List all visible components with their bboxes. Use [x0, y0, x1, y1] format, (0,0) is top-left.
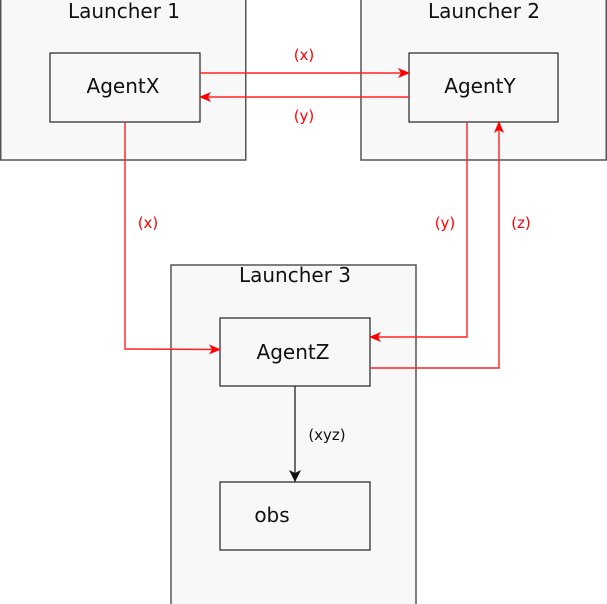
obs-label: obs: [254, 503, 289, 527]
agent-x-node[interactable]: AgentX: [49, 52, 201, 123]
edge-z-to-obs-arrowhead: [289, 470, 301, 482]
edge-z-to-obs-label: (xyz): [308, 426, 345, 444]
edge-x-to-z-line: [124, 122, 221, 355]
agent-x-label: AgentX: [87, 74, 160, 98]
launcher-1-title: Launcher 1: [68, 0, 180, 23]
launcher-2-title: Launcher 2: [428, 0, 540, 23]
edge-z-to-y-line: [370, 121, 504, 369]
edge-z-to-y-label: (z): [511, 214, 531, 232]
agent-x-box[interactable]: [49, 52, 201, 123]
launcher-3-box: [170, 264, 417, 604]
agent-y-box[interactable]: [408, 52, 559, 123]
agent-y-label: AgentY: [444, 74, 516, 98]
agent-z-node[interactable]: AgentZ: [219, 317, 371, 387]
obs-box[interactable]: [219, 481, 371, 551]
edge-y-to-z-label: (y): [435, 214, 456, 232]
edge-y-to-x-label: (y): [294, 107, 315, 125]
launcher-1: Launcher 1: [0, 0, 247, 161]
edge-z-to-y: (z): [370, 121, 531, 369]
edge-y-to-z-line: [369, 122, 468, 342]
edge-y-to-x: (y): [199, 92, 409, 125]
agent-y-node[interactable]: AgentY: [408, 52, 559, 123]
obs-node[interactable]: obs: [219, 481, 371, 551]
launcher-3: Launcher 3: [170, 263, 417, 604]
edge-x-to-z: (x): [124, 122, 221, 355]
edge-x-to-y: (x): [200, 46, 410, 78]
agent-z-label: AgentZ: [257, 340, 330, 364]
launcher-2: Launcher 2: [360, 0, 607, 161]
edge-z-to-obs: (xyz): [289, 386, 346, 482]
edge-y-to-z: (y): [369, 122, 468, 342]
edge-x-to-z-label: (x): [138, 214, 159, 232]
edge-x-to-y-label: (x): [294, 46, 315, 64]
launcher-3-title: Launcher 3: [239, 263, 351, 287]
